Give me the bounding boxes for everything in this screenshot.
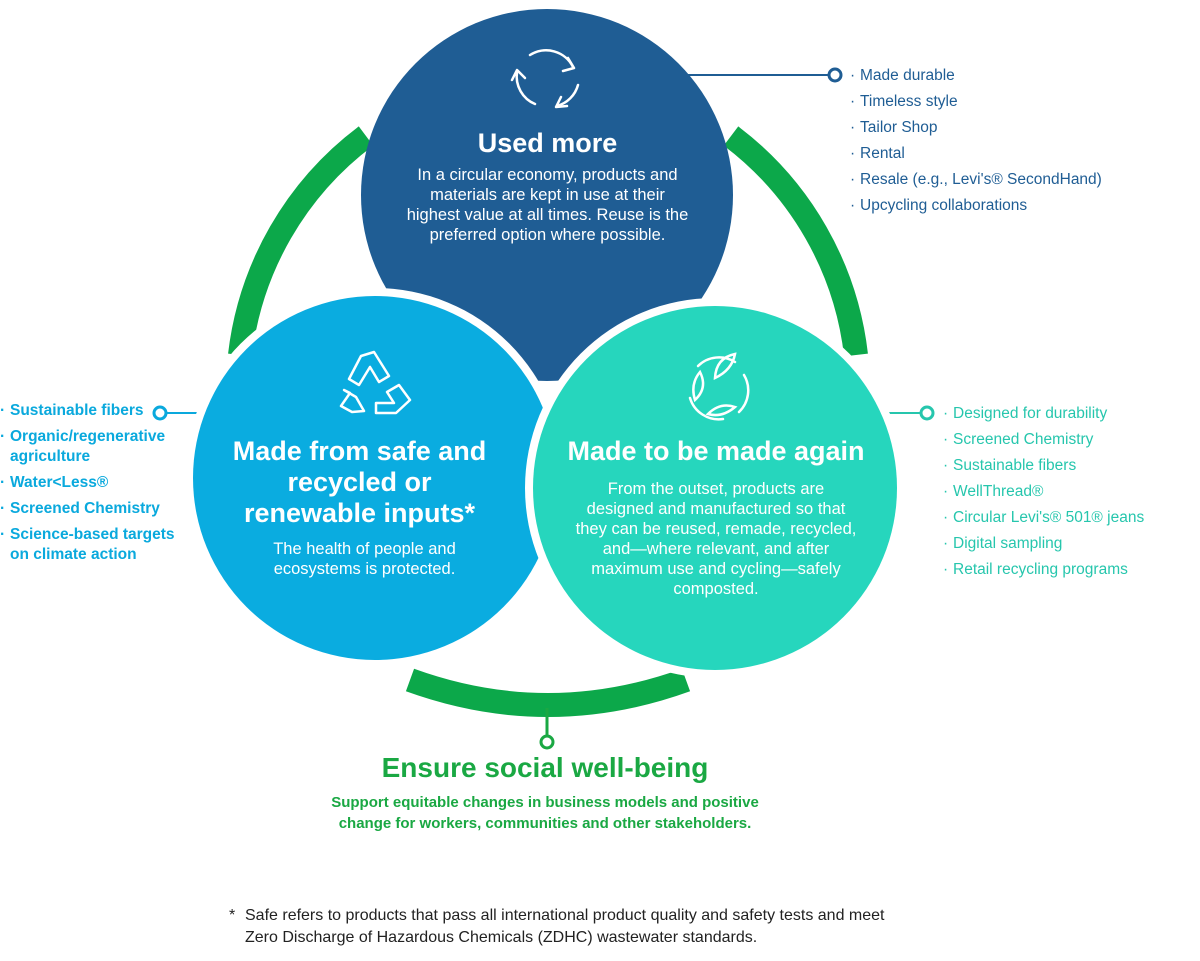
made-from-title: Made from safe and recycled or renewable… xyxy=(232,436,487,528)
used-more-title: Used more xyxy=(477,128,618,158)
ring-arc-right xyxy=(723,126,868,357)
list-item: Rental xyxy=(850,141,1102,167)
social-title: Ensure social well-being xyxy=(381,752,709,783)
footnote-mark: * xyxy=(229,907,236,924)
list-item: Retail recycling programs xyxy=(943,557,1144,583)
connector-right-dot xyxy=(919,405,935,421)
used-more-text: Used more In a circular economy, product… xyxy=(405,128,690,245)
cycle-arrows-icon xyxy=(510,49,580,109)
list-item: Sustainable fibers xyxy=(943,453,1144,479)
list-item: Upcycling collaborations xyxy=(850,193,1102,219)
social-body: Support equitable changes in business mo… xyxy=(331,794,759,832)
connector-top-dot xyxy=(827,67,843,83)
connectors xyxy=(688,67,843,83)
list-item: Circular Levi's® 501® jeans xyxy=(943,505,1144,531)
made-from-list: Sustainable fibers Organic/regenerative … xyxy=(0,401,190,571)
connector-bottom-dot xyxy=(539,734,555,750)
recycle-icon xyxy=(339,350,412,415)
list-item: Resale (e.g., Levi's® SecondHand) xyxy=(850,167,1102,193)
circle-made-from xyxy=(193,296,557,660)
made-again-list: Designed for durability Screened Chemist… xyxy=(943,401,1144,583)
ring-arc-left xyxy=(228,126,374,357)
list-item: Timeless style xyxy=(850,89,1102,115)
list-item: Organic/regenerative agriculture xyxy=(0,427,190,467)
circle-used-more xyxy=(361,9,733,381)
list-item: Water<Less® xyxy=(0,473,190,493)
list-item: Screened Chemistry xyxy=(0,499,190,519)
circle-made-again xyxy=(533,306,897,670)
list-item: Digital sampling xyxy=(943,531,1144,557)
footnote-text: Safe refers to products that pass all in… xyxy=(245,907,885,946)
list-item: Science-based targets on climate action xyxy=(0,525,190,565)
made-again-text: Made to be made again From the outset, p… xyxy=(548,436,884,599)
list-item: Designed for durability xyxy=(943,401,1144,427)
social-well-being: Ensure social well-being Support equitab… xyxy=(330,752,760,834)
list-item: Made durable xyxy=(850,63,1102,89)
made-from-body: The health of people and ecosystems is p… xyxy=(273,540,456,578)
list-item: WellThread® xyxy=(943,479,1144,505)
list-item: Sustainable fibers xyxy=(0,401,190,421)
used-more-body: In a circular economy, products and mate… xyxy=(406,166,689,244)
outer-ring xyxy=(228,126,868,717)
footnote: * Safe refers to products that pass all … xyxy=(229,905,889,949)
list-item: Screened Chemistry xyxy=(943,427,1144,453)
made-again-title: Made to be made again xyxy=(567,436,865,466)
ring-arc-bottom xyxy=(405,668,691,717)
made-from-text: Made from safe and recycled or renewable… xyxy=(222,436,497,579)
made-again-body: From the outset, products are designed a… xyxy=(575,480,857,598)
used-more-list: Made durable Timeless style Tailor Shop … xyxy=(850,63,1102,219)
leaf-cycle-icon xyxy=(688,352,750,421)
list-item: Tailor Shop xyxy=(850,115,1102,141)
